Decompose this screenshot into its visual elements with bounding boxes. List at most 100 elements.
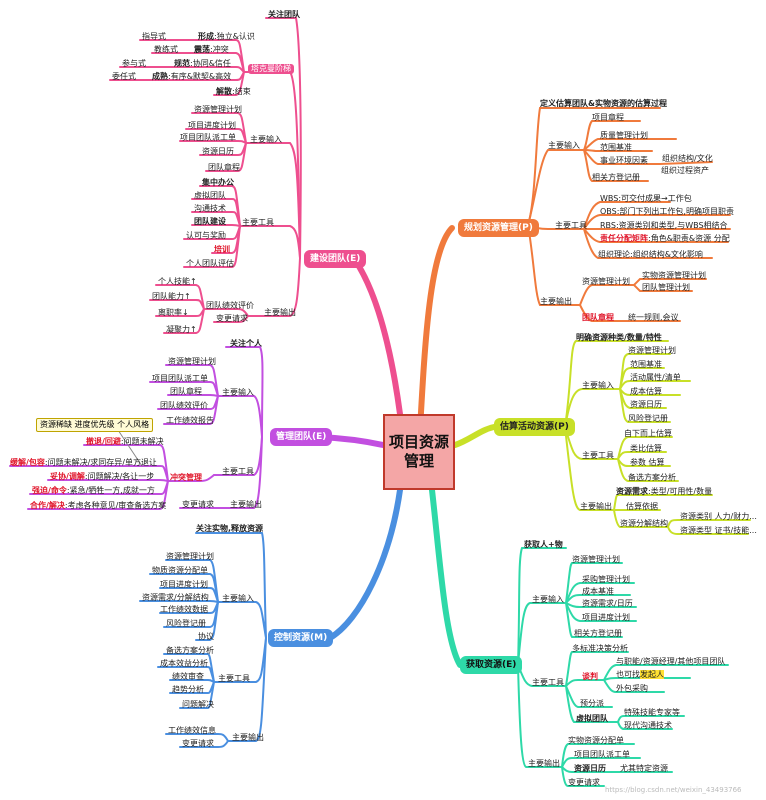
estimate-input: 成本估算: [630, 387, 662, 396]
acquire-input: 项目进度计划: [582, 613, 630, 622]
develop-stage-key: 成熟: [152, 72, 168, 81]
acquire-tool: 预分派: [580, 699, 604, 708]
control-input: 资源需求/分解结构: [142, 593, 209, 602]
control-input: 资源管理计划: [166, 552, 214, 561]
develop-stage: 成熟:有序&默契&高效: [152, 72, 231, 82]
control-tool: 问题解决: [182, 700, 214, 709]
watermark: https://blog.csdn.net/weixin_43493766: [605, 786, 742, 794]
develop-top-note: 关注团队: [268, 10, 300, 19]
plan-tool-raci-key: 责任分配矩阵: [600, 234, 648, 243]
estimate-output: 估算依据: [626, 502, 658, 511]
develop-stage-text: :有序&默契&高效: [168, 72, 232, 81]
control-tools-label: 主要工具: [218, 674, 250, 683]
acquire-tool: 多标准决策分析: [572, 644, 628, 653]
estimate-input: 范围基准: [630, 360, 662, 369]
develop-output: 个人技能↑: [158, 277, 197, 286]
estimate-output-demand-key: 资源需求: [616, 487, 648, 496]
estimate-input: 风险登记册: [628, 414, 668, 423]
develop-stage-key: 规范: [174, 59, 190, 68]
manage-conflict-item: 强迫/命令:紧急/牺牲一方,成就一方: [32, 486, 155, 496]
acquire-output: 变更请求: [568, 778, 600, 787]
acquire-inputs-label: 主要输入: [532, 595, 564, 604]
control-outputs-label: 主要输出: [232, 733, 264, 742]
acquire-input: 成本基准: [582, 587, 614, 596]
manage-conflict-item: 合作/解决:考虑各种意见/审查备选方案: [30, 501, 166, 511]
estimate-input: 资源管理计划: [628, 346, 676, 355]
plan-output: 统一规则,会议: [628, 313, 679, 322]
manage-top-note: 关注个人: [230, 339, 262, 348]
acquire-tool: 与职能/资源经理/其他项目团队: [616, 657, 726, 666]
branch-acquire[interactable]: 获取资源(E): [460, 656, 523, 674]
develop-stage-key: 解散: [216, 87, 232, 96]
develop-outputs-label: 主要输出: [264, 308, 296, 317]
manage-conflict-node: 冲突管理: [170, 473, 202, 482]
manage-conflict-item: 撤退/回避:问题未解决: [86, 437, 164, 447]
manage-tools-label: 主要工具: [222, 467, 254, 476]
estimate-input: 资源日历: [630, 400, 662, 409]
plan-inputs-label: 主要输入: [548, 141, 580, 150]
estimate-outputs-label: 主要输出: [580, 502, 612, 511]
acquire-tool: 外包采购: [616, 684, 648, 693]
develop-output: 离职率↓: [158, 308, 189, 317]
branch-plan[interactable]: 规划资源管理(P): [458, 219, 539, 237]
control-tool: 成本效益分析: [160, 659, 208, 668]
plan-input: 相关方登记册: [592, 173, 640, 182]
plan-tool-raci-text: :角色&职责&资源 分配: [648, 234, 730, 243]
branch-control[interactable]: 控制资源(M): [268, 629, 334, 647]
plan-tool: OBS:部门下列出工作包,明确项目职责: [600, 207, 734, 216]
plan-tool: 组织理论:组织结构&文化影响: [598, 250, 703, 259]
plan-output: 团队章程: [582, 313, 614, 322]
control-output: 变更请求: [182, 739, 214, 748]
estimate-output-demand-text: :类型/可用性/数量: [648, 487, 713, 496]
acquire-tool: 虚拟团队: [576, 714, 608, 723]
develop-output: 团队能力↑: [152, 292, 191, 301]
manage-outputs-label: 主要输出: [230, 500, 262, 509]
estimate-tool: 参数 估算: [630, 458, 665, 467]
manage-conflict-text: :紧急/牺牲一方,成就一方: [66, 486, 155, 495]
estimate-output: 资源类别 人力/财力...: [680, 512, 757, 521]
branch-estimate[interactable]: 估算活动资源(P): [494, 418, 575, 436]
control-output: 工作绩效信息: [168, 726, 216, 735]
plan-tool: WBS:可交付成果→工作包: [600, 194, 692, 203]
develop-stage-style: 指导式: [142, 32, 166, 41]
acquire-output: 实物资源分配单: [568, 736, 624, 745]
develop-stage-text: :结束: [232, 87, 251, 96]
acquire-input: 资源管理计划: [572, 555, 620, 564]
root-node[interactable]: 项目资源管理: [383, 414, 455, 490]
manage-output: 变更请求: [182, 500, 214, 509]
acquire-outputs-label: 主要输出: [528, 759, 560, 768]
manage-conflict-key: 妥协/调解: [50, 472, 85, 481]
acquire-output: 项目团队派工单: [574, 750, 630, 759]
develop-tool: 集中办公: [202, 178, 234, 187]
estimate-output: 资源类型 证书/技能...: [680, 526, 757, 535]
estimate-output: 资源分解结构: [620, 519, 668, 528]
manage-conflict-text: :问题未解决/求同存异/单方退让: [44, 458, 158, 467]
develop-input: 团队章程: [208, 163, 240, 172]
estimate-top-note: 明确资源种类/数量/特性: [576, 333, 662, 342]
develop-stage: 规范:协同&信任: [174, 59, 231, 69]
plan-input: 事业环境因素: [600, 156, 648, 165]
acquire-tool: 现代沟通技术: [624, 721, 672, 730]
develop-stage-key: 形成: [198, 32, 214, 41]
develop-tool: 虚拟团队: [194, 191, 226, 200]
branch-develop[interactable]: 建设团队(E): [304, 250, 367, 268]
acquire-tool-sponsor: 也可找发起人: [616, 670, 664, 680]
control-tool: 绩效审查: [172, 672, 204, 681]
estimate-input: 活动属性/清单: [630, 373, 681, 382]
estimate-tool: 类比估算: [630, 444, 662, 453]
acquire-tools-label: 主要工具: [532, 678, 564, 687]
develop-stage-text: :协同&信任: [190, 59, 231, 68]
control-input: 风险登记册: [166, 619, 206, 628]
control-top-note: 关注实物,释放资源: [196, 524, 264, 533]
develop-stage-style: 教练式: [154, 45, 178, 54]
plan-outputs-label: 主要输出: [540, 297, 572, 306]
develop-stage-text: :冲突: [210, 45, 229, 54]
plan-input: 范围基准: [600, 143, 632, 152]
acquire-input: 相关方登记册: [574, 629, 622, 638]
branch-manage[interactable]: 管理团队(E): [270, 428, 333, 446]
acquire-tool-sponsor-prefix: 也可找: [616, 670, 640, 679]
acquire-output: 尤其特定资源: [620, 764, 668, 773]
manage-conflict-text: :问题解决/各让一步: [84, 472, 155, 481]
